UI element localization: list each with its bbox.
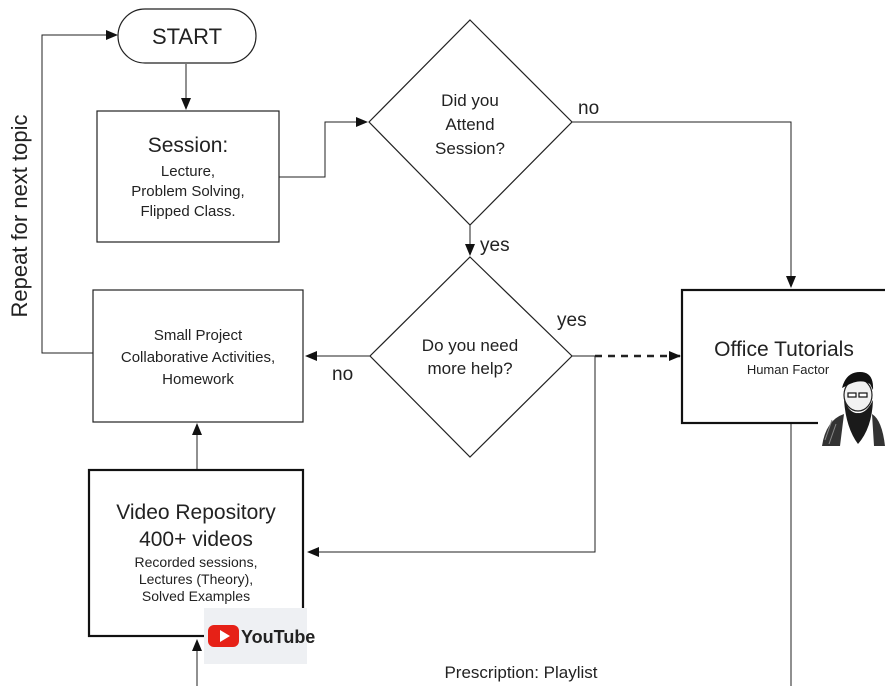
video-title-line-1: Video Repository: [116, 501, 276, 524]
connector-attend-no-to-office: [572, 121, 796, 288]
connector-help-yes-to-video: [307, 355, 596, 557]
session-title: Session:: [148, 134, 229, 157]
help-no-label: no: [332, 364, 353, 385]
project-line-1: Small Project: [154, 327, 243, 344]
help-line-1: Do you need: [422, 336, 518, 355]
video-detail-line-1: Recorded sessions,: [135, 554, 258, 570]
help-decision-diamond: [369, 256, 573, 458]
session-line-3: Flipped Class.: [140, 203, 235, 220]
attend-line-2: Attend: [445, 115, 494, 134]
connector-loop-back-to-start: [41, 30, 118, 354]
session-box: [96, 110, 280, 243]
attend-yes-label: yes: [480, 235, 510, 256]
office-subtitle: Human Factor: [747, 362, 830, 377]
footer-label: Prescription: Playlist: [444, 663, 597, 682]
office-box: [680, 288, 885, 425]
loop-label: Repeat for next topic: [7, 114, 32, 317]
attend-decision-diamond: [368, 19, 573, 226]
video-detail-line-3: Solved Examples: [142, 588, 250, 604]
youtube-logo[interactable]: YouTube: [204, 608, 315, 664]
start-terminal: [117, 8, 257, 64]
session-line-1: Lecture,: [161, 163, 215, 180]
project-line-2: Collaborative Activities,: [121, 349, 275, 366]
connector-session-to-attend: [279, 117, 368, 178]
attend-no-label: no: [578, 98, 599, 119]
project-box: [92, 289, 304, 423]
session-line-2: Problem Solving,: [131, 183, 244, 200]
attend-line-3: Session?: [435, 139, 505, 158]
video-title-line-2: 400+ videos: [139, 528, 253, 551]
help-yes-label: yes: [557, 310, 587, 331]
help-line-2: more help?: [427, 359, 512, 378]
attend-line-1: Did you: [441, 91, 499, 110]
office-title: Office Tutorials: [714, 338, 854, 361]
start-label: START: [152, 24, 222, 49]
project-line-3: Homework: [162, 371, 234, 388]
video-detail-line-2: Lectures (Theory),: [139, 571, 253, 587]
youtube-wordmark: YouTube: [241, 627, 315, 647]
bearded-man-avatar-icon: [818, 372, 885, 446]
